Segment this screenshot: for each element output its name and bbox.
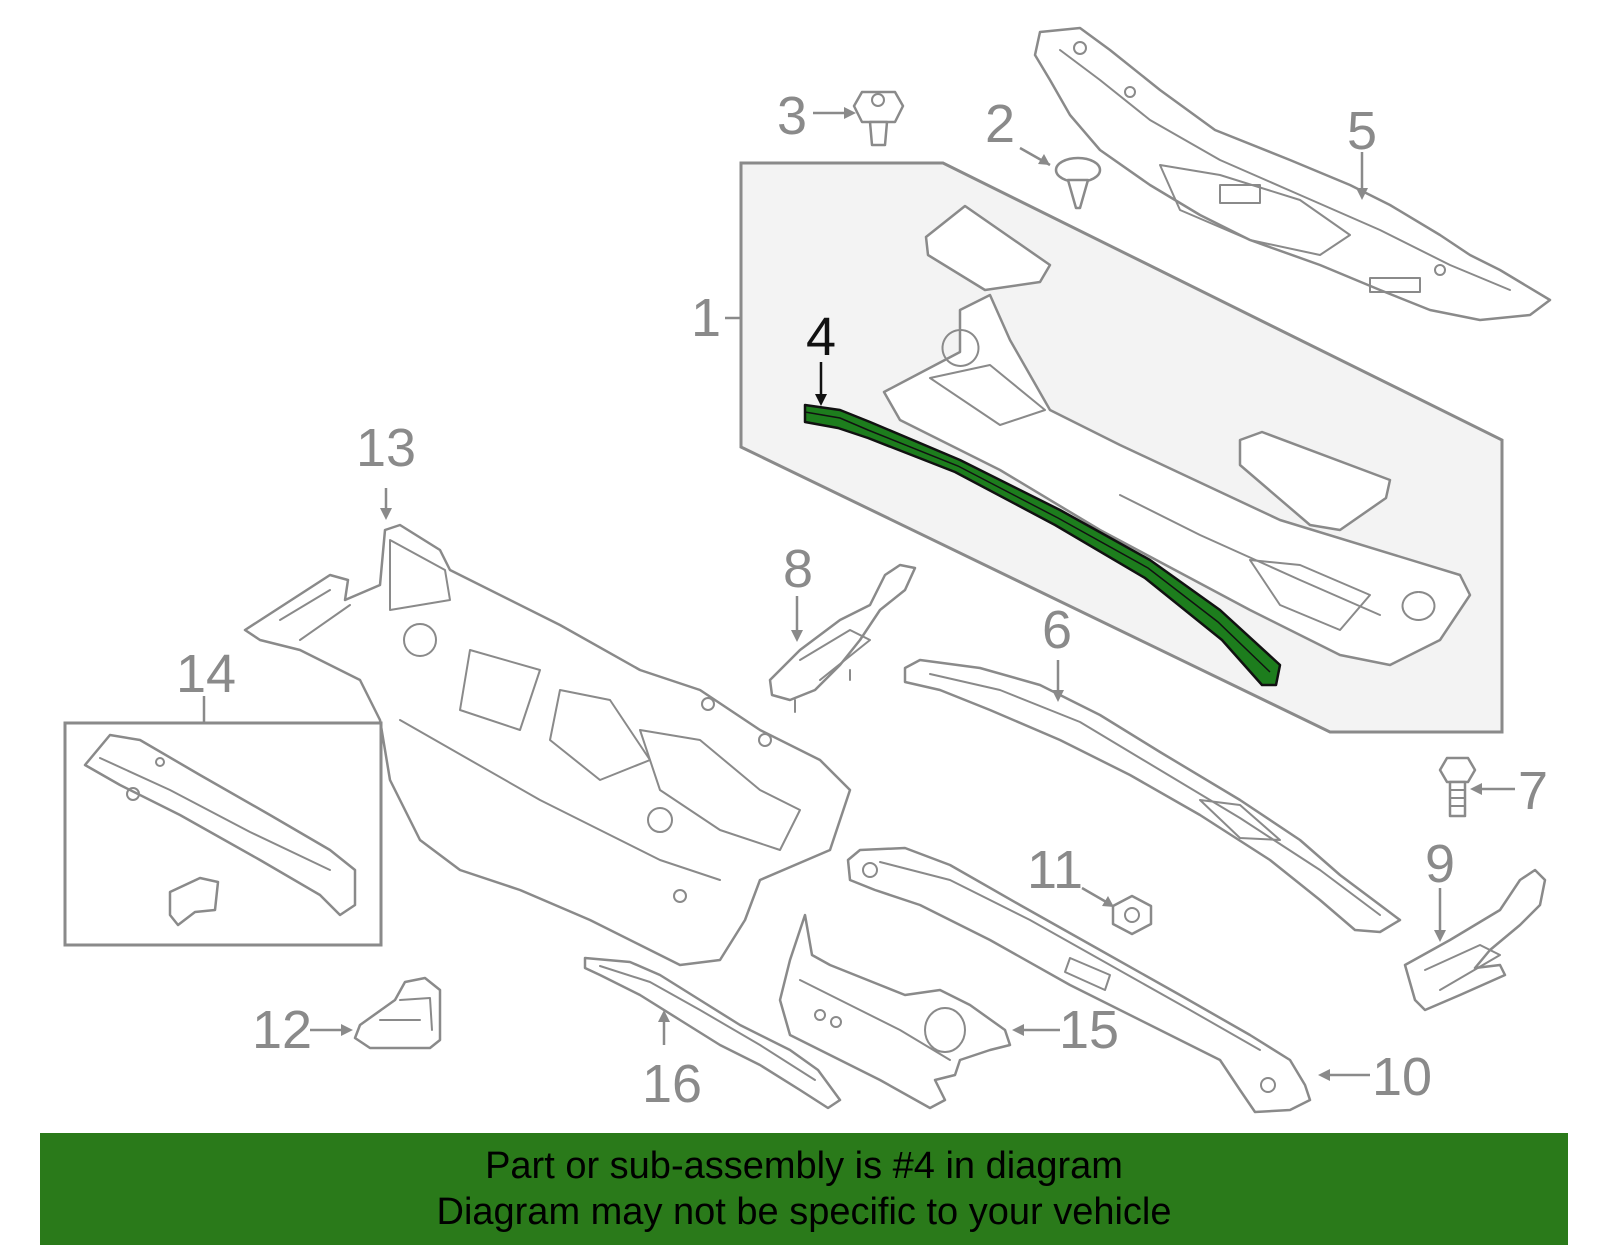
part-16-strip xyxy=(583,956,842,1110)
banner-line-part-number: Part or sub-assembly is #4 in diagram xyxy=(485,1145,1123,1187)
part-13-dash-panel xyxy=(243,523,852,967)
part-9-bracket xyxy=(1403,868,1547,1012)
part-1-cowl-assembly xyxy=(882,204,1472,667)
callout-12: 12 xyxy=(252,1000,312,1060)
callout-9: 9 xyxy=(1425,834,1455,894)
callout-5: 5 xyxy=(1347,101,1377,161)
callout-2: 2 xyxy=(985,94,1015,154)
part-6-reinforcement xyxy=(903,658,1402,934)
part-12-bracket xyxy=(353,976,442,1050)
part-14-group-outline xyxy=(63,721,383,947)
part-3-clip xyxy=(852,90,905,147)
callout-6: 6 xyxy=(1042,600,1072,660)
part-8-bracket xyxy=(768,563,917,713)
callout-14: 14 xyxy=(176,644,236,704)
part-7-bolt xyxy=(1438,756,1477,818)
part-11-nut xyxy=(1111,894,1153,936)
callout-15: 15 xyxy=(1059,1000,1119,1060)
info-banner: Part or sub-assembly is #4 in diagram Di… xyxy=(40,1133,1568,1245)
banner-line-disclaimer: Diagram may not be specific to your vehi… xyxy=(436,1191,1172,1233)
part-5-cowl-top-panel xyxy=(1033,26,1552,322)
callout-8: 8 xyxy=(783,539,813,599)
part-15-lower-panel xyxy=(778,913,1012,1110)
callout-3: 3 xyxy=(777,86,807,146)
part-10-cross-member xyxy=(846,846,1312,1114)
part-2-retainer xyxy=(1054,156,1102,210)
callout-1: 1 xyxy=(691,288,721,348)
part-14-support xyxy=(83,733,357,927)
callout-4: 4 xyxy=(806,307,836,367)
callout-16: 16 xyxy=(642,1054,702,1114)
callout-10: 10 xyxy=(1372,1047,1432,1107)
leader-lines xyxy=(202,107,1515,1081)
callout-13: 13 xyxy=(356,418,416,478)
callout-7: 7 xyxy=(1518,761,1548,821)
callout-11: 11 xyxy=(1027,840,1083,900)
part-4-cowl-seal-highlighted xyxy=(803,403,1282,687)
